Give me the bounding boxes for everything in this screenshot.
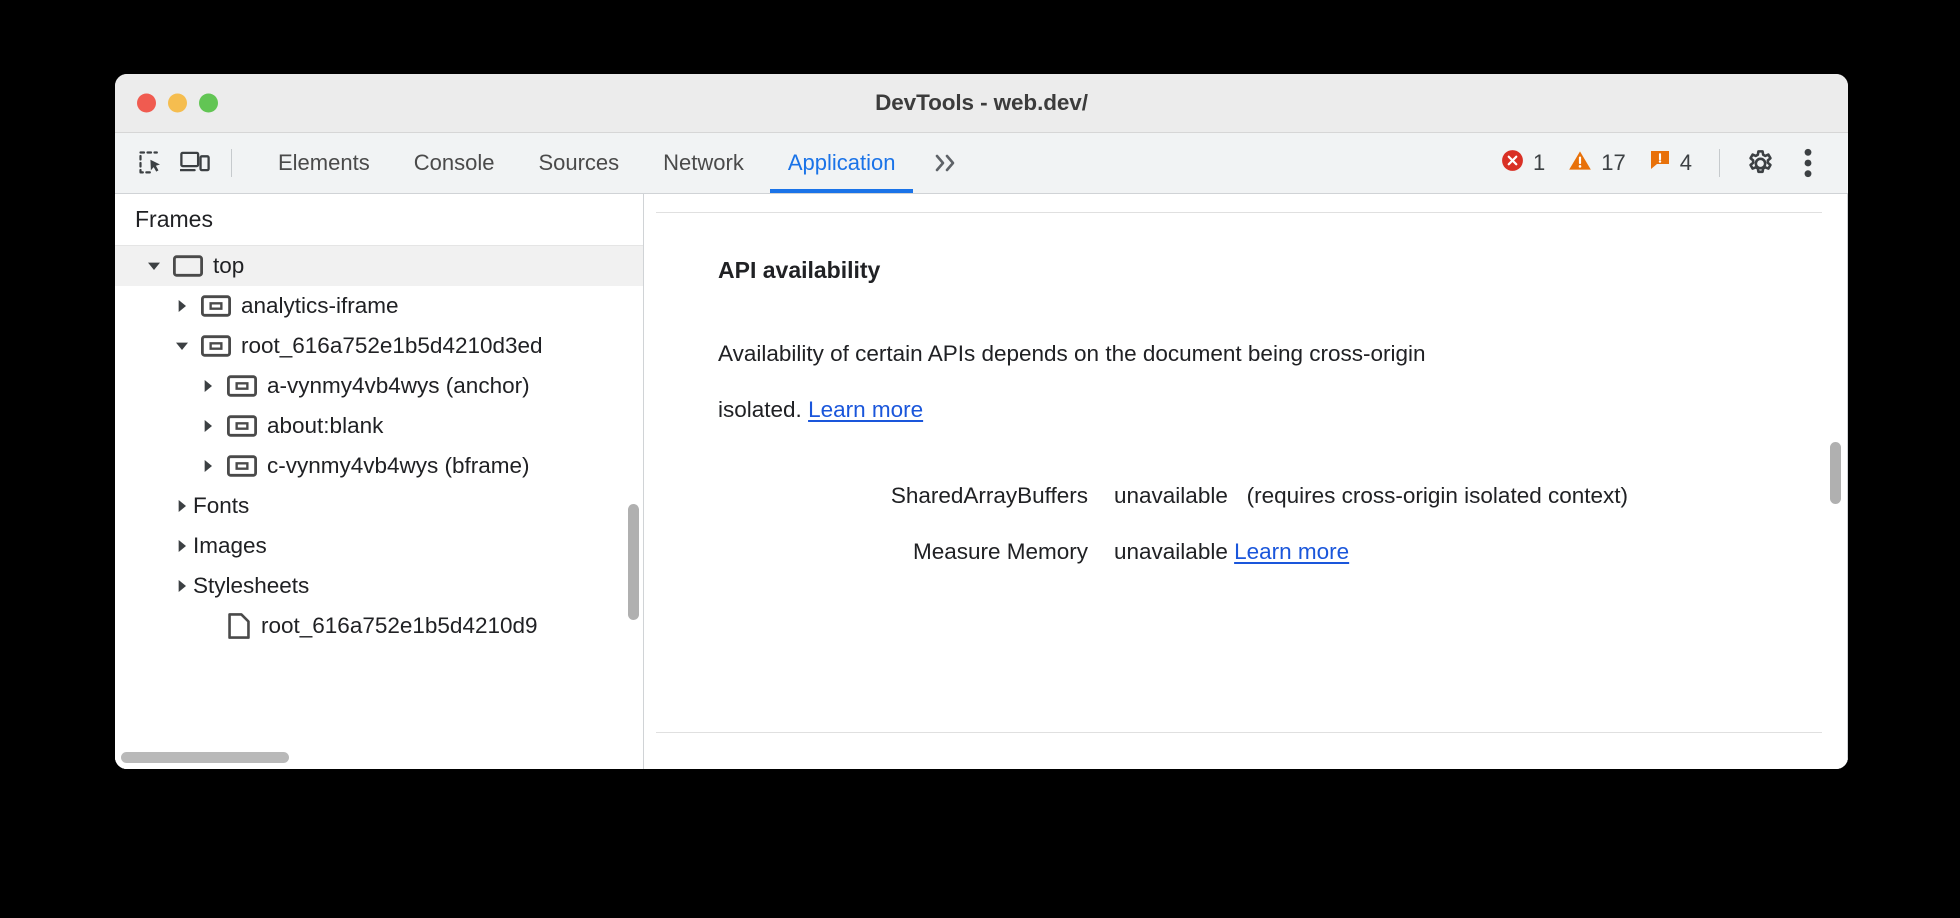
chevron-right-icon[interactable] (171, 498, 193, 514)
devtools-body: Frames top (115, 194, 1848, 769)
tree-item-stylesheet-document-label: root_616a752e1b5d4210d9 (261, 612, 538, 638)
tree-item-stylesheets[interactable]: Stylesheets (115, 566, 643, 606)
tab-elements[interactable]: Elements (256, 133, 392, 193)
tree-item-about-blank[interactable]: about:blank (115, 406, 643, 446)
close-window-button[interactable] (137, 93, 156, 113)
application-main-panel: API availability Availability of certain… (644, 194, 1848, 769)
devtools-toolbar: Elements Console Sources Network Applica… (115, 133, 1848, 194)
toolbar-divider (231, 149, 232, 177)
section-divider-top (656, 212, 1822, 213)
tab-sources[interactable]: Sources (516, 133, 641, 193)
tab-network[interactable]: Network (641, 133, 766, 193)
section-title: API availability (718, 257, 881, 283)
tree-item-fonts-label: Fonts (193, 492, 250, 518)
chevron-right-icon[interactable] (171, 578, 193, 594)
tree-item-c-bframe-label: c-vynmy4vb4wys (bframe) (267, 452, 530, 478)
row-key-measure-memory: Measure Memory (912, 539, 1088, 564)
row-key-sharedarraybuffers: SharedArrayBuffers (890, 483, 1088, 508)
window-titlebar: DevTools - web.dev/ (115, 74, 1848, 133)
learn-more-link-measure-memory[interactable]: Learn more (1234, 539, 1350, 564)
tree-item-top[interactable]: top (115, 246, 643, 286)
tree-item-stylesheet-document[interactable]: root_616a752e1b5d4210d9 (115, 606, 643, 646)
three-dot-menu-icon[interactable] (1786, 141, 1830, 185)
tab-application[interactable]: Application (766, 133, 918, 193)
warning-count: 17 (1601, 150, 1626, 175)
table-row: Measure Memory unavailable Learn more (718, 524, 1788, 580)
tree-item-a-anchor[interactable]: a-vynmy4vb4wys (anchor) (115, 366, 643, 406)
tab-sources-label: Sources (538, 150, 620, 175)
issue-icon (1648, 148, 1672, 178)
tree-item-images-label: Images (193, 532, 267, 558)
learn-more-link-isolation[interactable]: Learn more (808, 397, 924, 422)
tree-item-top-label: top (213, 252, 245, 278)
tab-network-label: Network (663, 150, 744, 175)
tree-item-images[interactable]: Images (115, 526, 643, 566)
section-description: Availability of certain APIs depends on … (718, 326, 1508, 438)
minimize-window-button[interactable] (168, 93, 187, 113)
more-tabs-icon[interactable] (917, 133, 975, 193)
tab-application-label: Application (787, 150, 896, 175)
zoom-window-button[interactable] (199, 93, 218, 113)
row-value-sharedarraybuffers: unavailable (requires cross-origin isola… (1114, 468, 1788, 524)
row-note-sharedarraybuffers: (requires cross-origin isolated context) (1246, 483, 1629, 508)
tree-item-analytics-iframe[interactable]: analytics-iframe (115, 286, 643, 326)
row-value-measure-memory: unavailable Learn more (1114, 524, 1788, 580)
content-vertical-scrollbar[interactable] (1830, 442, 1841, 504)
table-row: SharedArrayBuffers unavailable (requires… (718, 468, 1788, 524)
devtools-window: DevTools - web.dev/ Elements Co (115, 74, 1848, 769)
iframe-icon (201, 335, 231, 357)
toolbar-divider-right (1719, 149, 1720, 177)
tree-item-c-bframe[interactable]: c-vynmy4vb4wys (bframe) (115, 446, 643, 486)
chevron-down-icon[interactable] (171, 338, 193, 354)
issue-counter[interactable]: 4 (1639, 148, 1701, 178)
tab-console[interactable]: Console (392, 133, 517, 193)
toolbar-right-group: 1 17 (1491, 141, 1830, 185)
chevron-right-icon[interactable] (171, 538, 193, 554)
tree-item-root-frame-label: root_616a752e1b5d4210d3ed (241, 332, 543, 358)
error-counter[interactable]: 1 (1491, 148, 1554, 179)
api-availability-table: SharedArrayBuffers unavailable (requires… (718, 468, 1788, 580)
tab-console-label: Console (413, 150, 495, 175)
chevron-right-icon[interactable] (197, 458, 219, 474)
iframe-icon (227, 455, 257, 477)
warning-counter[interactable]: 17 (1558, 148, 1634, 179)
section-divider-bottom (656, 732, 1822, 733)
content-right-border (1847, 194, 1848, 769)
iframe-icon (227, 375, 257, 397)
sidebar-horizontal-scrollbar[interactable] (121, 752, 289, 763)
inspect-element-icon[interactable] (129, 141, 173, 185)
row-status-measure-memory: unavailable (1114, 539, 1228, 564)
panel-tabs: Elements Console Sources Network Applica… (256, 133, 975, 193)
tab-elements-label: Elements (278, 150, 370, 175)
tree-item-a-anchor-label: a-vynmy4vb4wys (anchor) (267, 372, 530, 398)
tree-item-analytics-iframe-label: analytics-iframe (241, 292, 399, 318)
frames-header: Frames (115, 194, 643, 246)
error-icon (1500, 148, 1525, 179)
iframe-icon (201, 295, 231, 317)
section-description-text: Availability of certain APIs depends on … (718, 341, 1426, 422)
chevron-right-icon[interactable] (197, 378, 219, 394)
chevron-right-icon[interactable] (171, 298, 193, 314)
tree-item-root-frame[interactable]: root_616a752e1b5d4210d3ed (115, 326, 643, 366)
window-title: DevTools - web.dev/ (875, 90, 1088, 115)
tree-item-stylesheets-label: Stylesheets (193, 572, 310, 598)
frames-sidebar: Frames top (115, 194, 644, 769)
tree-item-about-blank-label: about:blank (267, 412, 384, 438)
document-icon (227, 613, 251, 639)
issue-count: 4 (1679, 150, 1692, 175)
sidebar-vertical-scrollbar[interactable] (628, 504, 639, 620)
api-availability-section: API availability Availability of certain… (644, 213, 1848, 580)
frames-tree: top analytics-iframe (115, 246, 643, 769)
row-status-sharedarraybuffers: unavailable (1114, 483, 1228, 508)
frame-icon (173, 255, 203, 277)
gear-icon[interactable] (1738, 141, 1782, 185)
tree-item-fonts[interactable]: Fonts (115, 486, 643, 526)
warning-icon (1567, 148, 1593, 179)
traffic-lights (137, 93, 218, 113)
iframe-icon (227, 415, 257, 437)
error-count: 1 (1533, 150, 1546, 175)
chevron-right-icon[interactable] (197, 418, 219, 434)
device-toolbar-icon[interactable] (173, 141, 217, 185)
chevron-down-icon[interactable] (143, 258, 165, 274)
